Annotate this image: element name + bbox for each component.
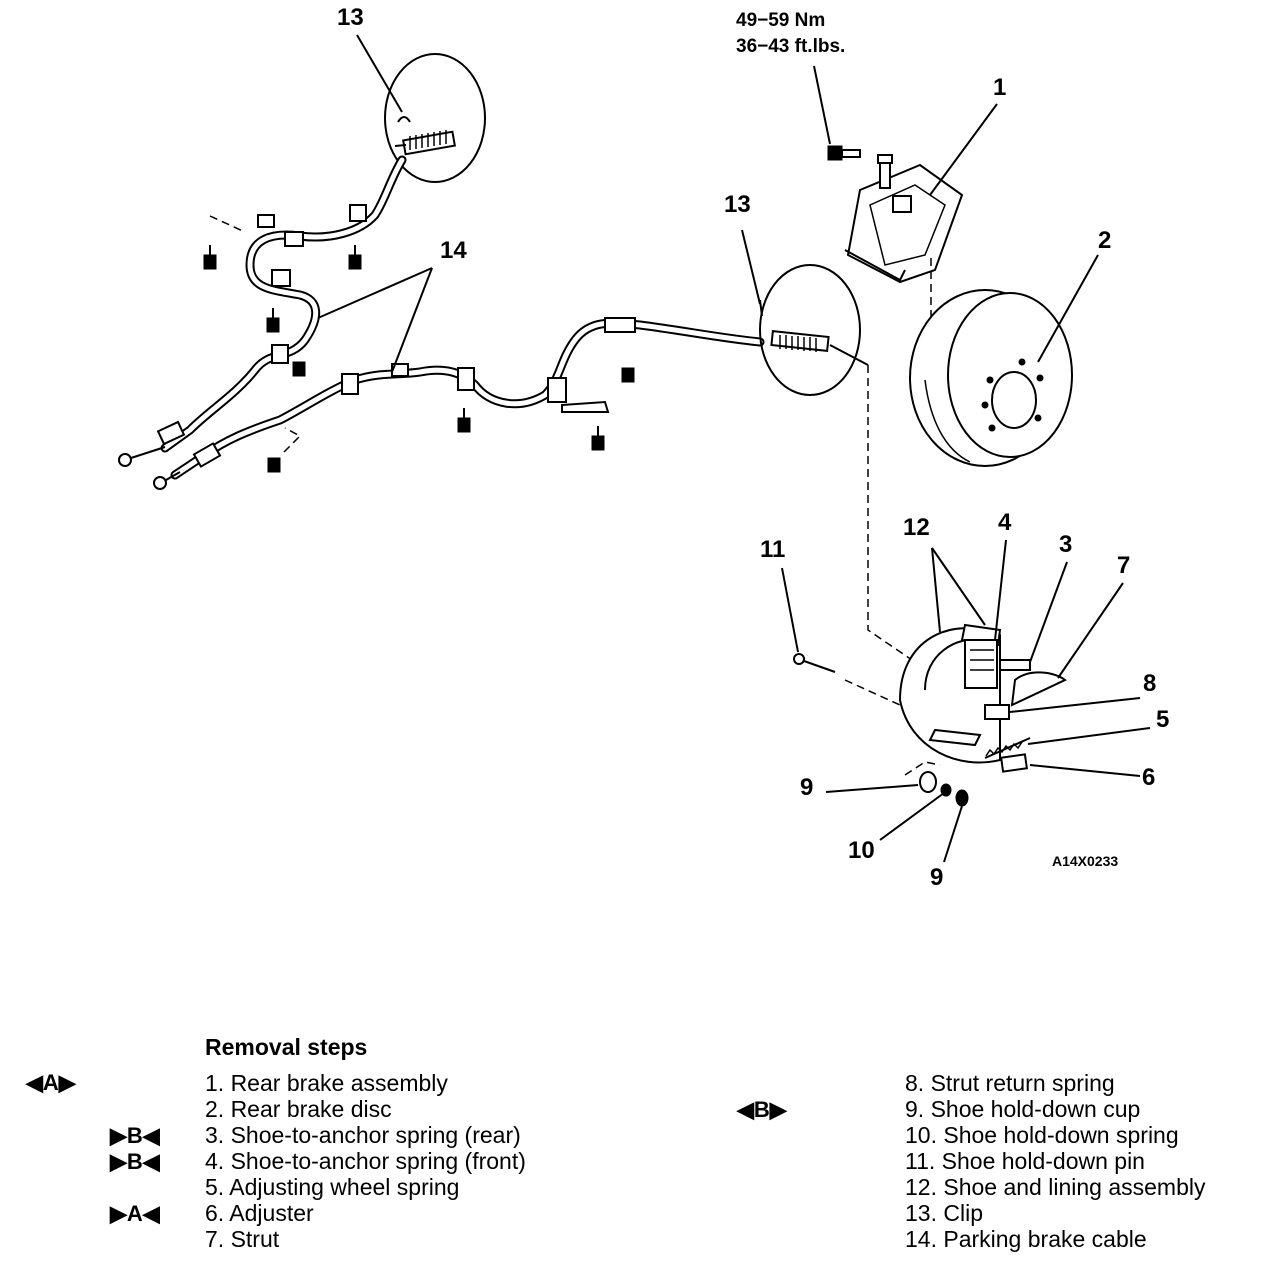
caliper-assembly: [813, 65, 964, 330]
removal-step: 6. Adjuster: [205, 1200, 314, 1226]
removal-step: 4. Shoe-to-anchor spring (front): [205, 1148, 526, 1174]
removal-step: 5. Adjusting wheel spring: [205, 1174, 460, 1200]
callout-3: 3: [1059, 531, 1072, 558]
service-mark-step4: ▶B◀: [110, 1149, 160, 1174]
clip-detail-right: [759, 264, 869, 396]
hold-down-pin: [793, 653, 901, 706]
callout-11: 11: [760, 536, 785, 563]
service-mark-step1: ◀A▶: [26, 1070, 76, 1095]
removal-step: 1. Rear brake assembly: [205, 1070, 448, 1096]
bolt-icon: [348, 245, 362, 270]
torque-spec-nm: 49−59 Nm: [736, 10, 825, 31]
removal-step: 10. Shoe hold-down spring: [905, 1122, 1179, 1148]
service-mark-step3: ▶B◀: [110, 1123, 160, 1148]
removal-step: 3. Shoe-to-anchor spring (rear): [205, 1122, 521, 1148]
callout-5: 5: [1156, 706, 1169, 733]
bolt-icon: [203, 245, 217, 270]
removal-step: 8. Strut return spring: [905, 1070, 1115, 1096]
callout-4: 4: [998, 509, 1012, 536]
callout-1: 1: [993, 74, 1006, 101]
removal-step: 12. Shoe and lining assembly: [905, 1174, 1206, 1200]
bolt-icon: [827, 145, 861, 161]
callout-6: 6: [1142, 764, 1155, 791]
parking-brake-cable-right: [153, 317, 765, 490]
removal-step: 11. Shoe hold-down pin: [905, 1148, 1145, 1174]
callout-12: 12: [903, 514, 930, 541]
clip-detail-left: [384, 53, 486, 183]
exploded-view-diagram: 13 14 13 1 2 12 4 3 7 8 5 6 11 9 10 9 49…: [118, 4, 1169, 891]
torque-spec-ftlbs: 36−43 ft.lbs.: [736, 36, 845, 57]
callout-2: 2: [1098, 227, 1111, 254]
bolt-icon: [266, 308, 280, 333]
bolt-icon: [457, 408, 471, 433]
callout-labels: 13 14 13 1 2 12 4 3 7 8 5 6 11 9 10 9 49…: [337, 4, 1169, 891]
bolt-icon: [621, 367, 635, 383]
callout-9-upper: 9: [800, 774, 813, 801]
hold-down-cup-icon: [955, 789, 969, 807]
hold-down-cup-icon: [919, 771, 937, 793]
removal-step: 7. Strut: [205, 1226, 280, 1252]
removal-step: 13. Clip: [905, 1200, 983, 1226]
callout-10: 10: [848, 837, 875, 864]
callout-8: 8: [1143, 670, 1156, 697]
leader-lines: [317, 34, 1151, 863]
rear-brake-shoe-assembly: [898, 623, 1067, 807]
figure-code: A14X0233: [1052, 853, 1118, 869]
removal-step: 14. Parking brake cable: [905, 1226, 1147, 1252]
callout-13-right: 13: [724, 191, 751, 218]
removal-steps-title: Removal steps: [205, 1034, 368, 1060]
service-mark-step9: ◀B▶: [737, 1097, 787, 1122]
bolt-icon: [292, 361, 306, 377]
removal-step: 9. Shoe hold-down cup: [905, 1096, 1141, 1122]
callout-14: 14: [440, 237, 467, 264]
service-mark-step6: ▶A◀: [110, 1201, 160, 1226]
removal-step: 2. Rear brake disc: [205, 1096, 392, 1122]
bolt-icon: [591, 426, 605, 451]
callout-7: 7: [1117, 552, 1130, 579]
rear-brake-disc: [909, 289, 1073, 467]
parking-brake-cable-left: [118, 155, 407, 467]
callout-9-lower: 9: [930, 864, 943, 891]
callout-13-left: 13: [337, 4, 364, 31]
bolt-icon: [267, 457, 281, 473]
